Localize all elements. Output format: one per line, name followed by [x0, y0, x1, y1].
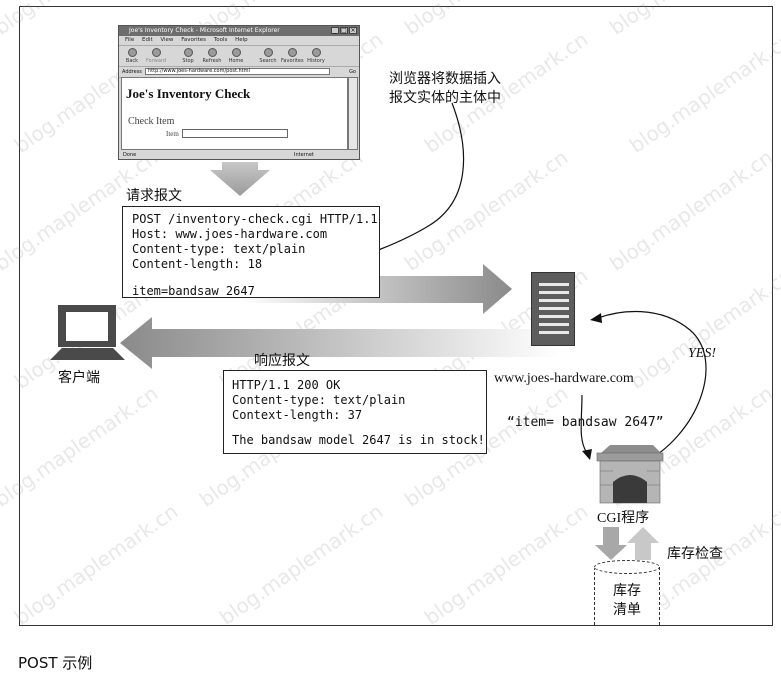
- request-line-4: Content-length: 18: [132, 257, 263, 271]
- form-title: Check Item: [128, 116, 175, 127]
- response-body: The bandsaw model 2647 is in stock!: [232, 433, 485, 447]
- cgi-to-db-arrow: [595, 527, 627, 560]
- address-input[interactable]: http://www.joes-hardware.com/post.html: [145, 68, 330, 75]
- request-body: item=bandsaw 2647: [132, 284, 255, 298]
- inventory-check-label: 库存检查: [667, 546, 723, 562]
- favorites-icon: [287, 48, 297, 57]
- forward-button[interactable]: Forward: [145, 48, 167, 64]
- request-line-2: Host: www.joes-hardware.com: [132, 227, 328, 241]
- annotation-text: 浏览器将数据插入 报文实体的主体中: [389, 70, 501, 108]
- diagram-frame: [19, 6, 773, 626]
- yes-label: YES!: [688, 346, 716, 361]
- browser-window: Joe's Inventory Check - Microsoft Intern…: [118, 25, 360, 160]
- request-message-box: POST /inventory-check.cgi HTTP/1.1 Host:…: [122, 206, 380, 298]
- browser-page: Joe's Inventory Check Check Item Item: [121, 77, 348, 150]
- favorites-button[interactable]: Favorites: [281, 48, 304, 64]
- maximize-icon[interactable]: □: [340, 27, 348, 34]
- browser-toolbar: Back Forward Stop Refresh Home Search Fa…: [119, 45, 359, 67]
- inventory-database-top: [594, 560, 660, 574]
- response-line-3: Context-length: 37: [232, 408, 363, 422]
- inventory-database-label: 库存 清单: [594, 582, 660, 620]
- forward-icon: [151, 48, 161, 57]
- client-label: 客户端: [58, 370, 100, 386]
- annotation-line-2: 报文实体的主体中: [389, 90, 501, 106]
- menu-favorites[interactable]: Favorites: [181, 37, 207, 43]
- search-button[interactable]: Search: [257, 48, 279, 64]
- browser-status-bar: Done Internet: [119, 151, 359, 160]
- cgi-input-label: “item= bandsaw 2647”: [507, 415, 664, 430]
- minimize-icon[interactable]: _: [331, 27, 339, 34]
- menu-file[interactable]: File: [125, 37, 135, 43]
- status-done: Done: [123, 152, 137, 158]
- browser-down-arrow: [210, 162, 270, 196]
- menu-tools[interactable]: Tools: [213, 37, 228, 43]
- db-to-cgi-arrow: [627, 527, 659, 560]
- response-label: 响应报文: [254, 353, 310, 369]
- stop-icon: [183, 48, 193, 57]
- back-icon: [127, 48, 137, 57]
- annotation-line-1: 浏览器将数据插入: [389, 71, 501, 87]
- server-to-cgi-head: [582, 449, 592, 460]
- cgi-building-icon: [596, 445, 664, 504]
- home-button[interactable]: Home: [225, 48, 247, 64]
- menu-help[interactable]: Help: [235, 37, 248, 43]
- search-icon: [263, 48, 273, 57]
- browser-menu-bar: File Edit View Favorites Tools Help: [119, 36, 359, 45]
- item-label: Item: [166, 130, 179, 138]
- menu-edit[interactable]: Edit: [141, 37, 153, 43]
- stop-button[interactable]: Stop: [177, 48, 199, 64]
- server-to-cgi-line: [580, 394, 588, 454]
- server-icon: [531, 272, 575, 346]
- figure-caption: POST 示例: [18, 654, 93, 672]
- response-arrow: [120, 317, 560, 369]
- server-label: www.joes-hardware.com: [494, 371, 634, 386]
- database-line-2: 清单: [613, 602, 641, 618]
- item-input[interactable]: [182, 129, 288, 138]
- database-line-1: 库存: [613, 583, 641, 599]
- menu-view[interactable]: View: [160, 37, 174, 43]
- request-label: 请求报文: [126, 188, 182, 204]
- browser-title-bar: Joe's Inventory Check - Microsoft Intern…: [119, 26, 359, 36]
- response-message-box: HTTP/1.1 200 OK Content-type: text/plain…: [223, 370, 487, 454]
- browser-scrollbar[interactable]: [348, 77, 358, 150]
- home-icon: [231, 48, 241, 57]
- response-line-2: Content-type: text/plain: [232, 393, 406, 407]
- cgi-label: CGI程序: [597, 511, 650, 526]
- page-heading: Joe's Inventory Check: [126, 86, 251, 101]
- browser-title: Joe's Inventory Check - Microsoft Intern…: [129, 27, 280, 34]
- history-icon: [311, 48, 321, 57]
- response-line-1: HTTP/1.1 200 OK: [232, 378, 341, 392]
- address-label: Address: [122, 69, 142, 75]
- yes-loop-line: [597, 310, 707, 466]
- yes-loop-head: [590, 313, 602, 323]
- client-computer-icon: [50, 305, 125, 360]
- inventory-database-icon: [594, 567, 660, 625]
- status-internet: Internet: [294, 152, 314, 158]
- history-button[interactable]: History: [305, 48, 327, 64]
- back-button[interactable]: Back: [121, 48, 143, 64]
- refresh-button[interactable]: Refresh: [201, 48, 223, 64]
- request-line-3: Content-type: text/plain: [132, 242, 306, 256]
- request-line-1: POST /inventory-check.cgi HTTP/1.1: [132, 212, 378, 226]
- go-button[interactable]: Go: [349, 69, 356, 75]
- close-icon[interactable]: ×: [349, 27, 357, 34]
- refresh-icon: [207, 48, 217, 57]
